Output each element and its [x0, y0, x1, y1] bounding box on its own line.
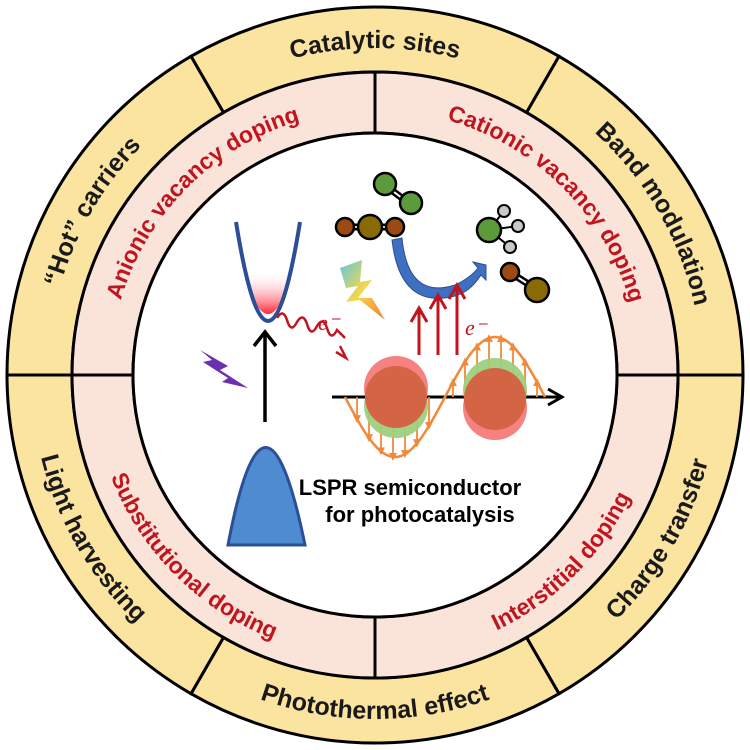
molecules: [334, 171, 551, 320]
valence-band-icon: [226, 446, 307, 547]
methane-molecule-icon: [475, 204, 525, 254]
center-title-line2: for photocatalysis: [325, 502, 514, 527]
electron-label-right: e⁻: [465, 315, 489, 340]
center-title-line1: LSPR semiconductor: [299, 475, 522, 500]
hot-electron-arrows: [409, 281, 467, 355]
conversion-arrow-icon: [391, 237, 487, 299]
light-bolt-icon: [340, 260, 385, 320]
nanoparticle-right: [463, 358, 527, 440]
band-diagram: e⁻: [200, 221, 350, 547]
lspr-oscillation: e⁻: [332, 281, 566, 461]
co2-molecule-icon: [334, 213, 406, 241]
nanoparticle-left: [364, 356, 428, 438]
wavy-arrowhead-icon: [335, 345, 350, 362]
axis-arrowhead-icon: [547, 387, 566, 407]
conduction-band-icon: [234, 221, 302, 323]
excitation-arrowhead-icon: [252, 329, 278, 348]
wavy-electron-icon: [275, 312, 346, 339]
green-dimer-icon: [372, 171, 424, 216]
electron-label-left: e⁻: [318, 310, 342, 335]
inner-ring: [70, 70, 680, 680]
purple-lightning-icon: [200, 350, 248, 388]
co-molecule-icon: [499, 261, 551, 304]
